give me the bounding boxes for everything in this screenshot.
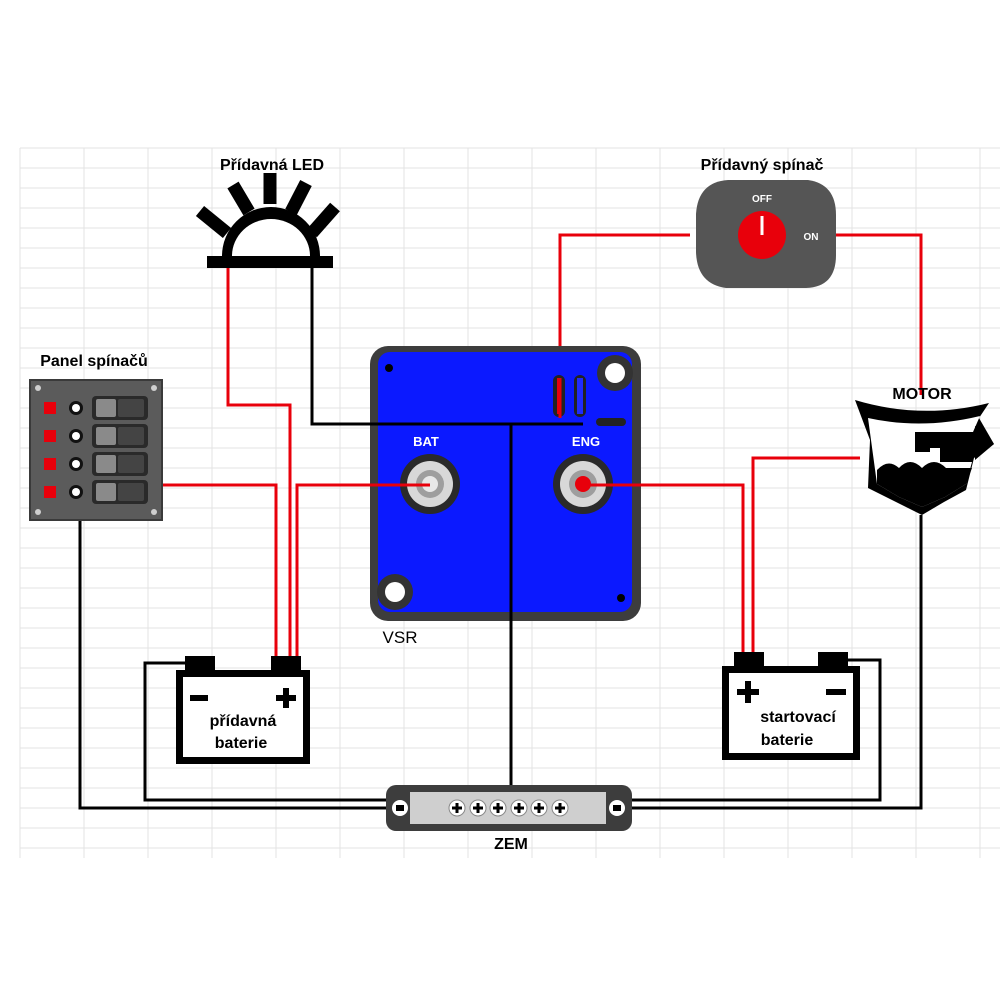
ground-wire-start-battery (575, 658, 882, 802)
indicator-led-icon (44, 402, 56, 414)
mount-screw-icon (392, 800, 408, 816)
positive-wire-led (226, 268, 292, 660)
bus-screw-icon (489, 799, 507, 817)
start-battery (722, 652, 860, 760)
ground-wire-panel (78, 518, 395, 810)
indicator-led-icon (44, 430, 56, 442)
bus-screw-icon (469, 799, 487, 817)
panel-switch-row[interactable] (44, 396, 148, 420)
eng-label: ENG (572, 434, 600, 449)
panel-switch-row[interactable] (44, 480, 148, 504)
mount-hole-icon (597, 355, 633, 391)
switch-panel (29, 379, 163, 521)
bus-screw-icon (530, 799, 548, 817)
bus-screw-icon (448, 799, 466, 817)
aux-battery (176, 656, 310, 764)
panel-switch-row[interactable] (44, 452, 148, 476)
led-lamp (195, 173, 340, 268)
motor-icon (855, 400, 994, 515)
bus-screw-icon (510, 799, 528, 817)
aux-battery-label-1: přídavná (210, 713, 277, 730)
ground-label: ZEM (494, 836, 528, 853)
led-label: Přídavná LED (220, 157, 324, 174)
minus-icon (190, 695, 208, 701)
mount-screw-icon (609, 800, 625, 816)
switch-off-label: OFF (752, 194, 772, 205)
start-battery-label-1: startovací (760, 709, 836, 726)
positive-wire-switch-vsr (558, 233, 690, 378)
plus-icon (737, 681, 759, 703)
wires-overlay (370, 378, 641, 621)
minus-icon (826, 689, 846, 695)
motor-label: MOTOR (892, 386, 952, 403)
panel-label: Panel spínačů (40, 353, 148, 370)
indicator-led-icon (44, 486, 56, 498)
switch-on-label: ON (804, 232, 819, 243)
ground-wire-aux-battery (143, 661, 420, 802)
aux-battery-label-2: baterie (215, 735, 268, 752)
indicator-led-icon (44, 458, 56, 470)
aux-switch-label: Přídavný spínač (701, 157, 824, 174)
led-rays-icon (195, 173, 340, 239)
vsr-relay (370, 346, 641, 621)
start-battery-label-2: baterie (761, 732, 814, 749)
aux-switch[interactable] (696, 180, 836, 288)
positive-wire-motor (751, 456, 860, 655)
positive-wire-switch-on (836, 233, 923, 395)
ground-bus-bar (386, 785, 632, 831)
mount-hole-icon (377, 574, 413, 610)
plus-icon (276, 688, 296, 708)
panel-switch-row[interactable] (44, 424, 148, 448)
vsr-label: VSR (383, 628, 418, 647)
bat-label: BAT (413, 434, 439, 449)
ground-wire-motor (600, 515, 923, 810)
bus-screw-icon (551, 799, 569, 817)
positive-wire-panel (160, 483, 278, 660)
